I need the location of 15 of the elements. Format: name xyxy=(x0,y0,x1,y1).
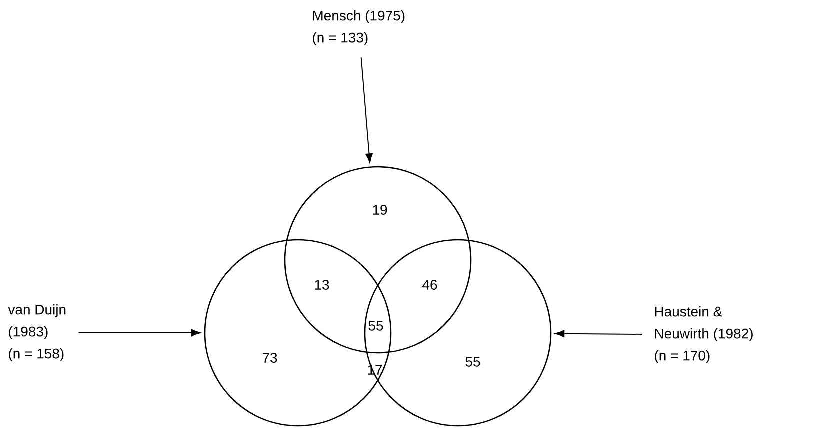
arrow xyxy=(555,330,642,338)
region-count: 19 xyxy=(373,205,388,215)
arrow xyxy=(78,329,201,337)
venn-circle xyxy=(364,239,552,427)
venn-circle xyxy=(204,239,392,427)
source-label: Mensch (1975) (n = 133) xyxy=(313,10,405,46)
venn-circle xyxy=(284,166,472,354)
region-count: 73 xyxy=(262,353,278,363)
region-count: 13 xyxy=(315,280,330,290)
region-count: 55 xyxy=(368,321,384,331)
source-label: van Duijn (1983) (n = 158) xyxy=(8,304,66,362)
region-count: 46 xyxy=(422,280,438,290)
arrow xyxy=(360,57,373,164)
source-label: Haustein & Neuwirth (1982) (n = 170) xyxy=(655,306,753,364)
region-count: 55 xyxy=(466,357,480,367)
